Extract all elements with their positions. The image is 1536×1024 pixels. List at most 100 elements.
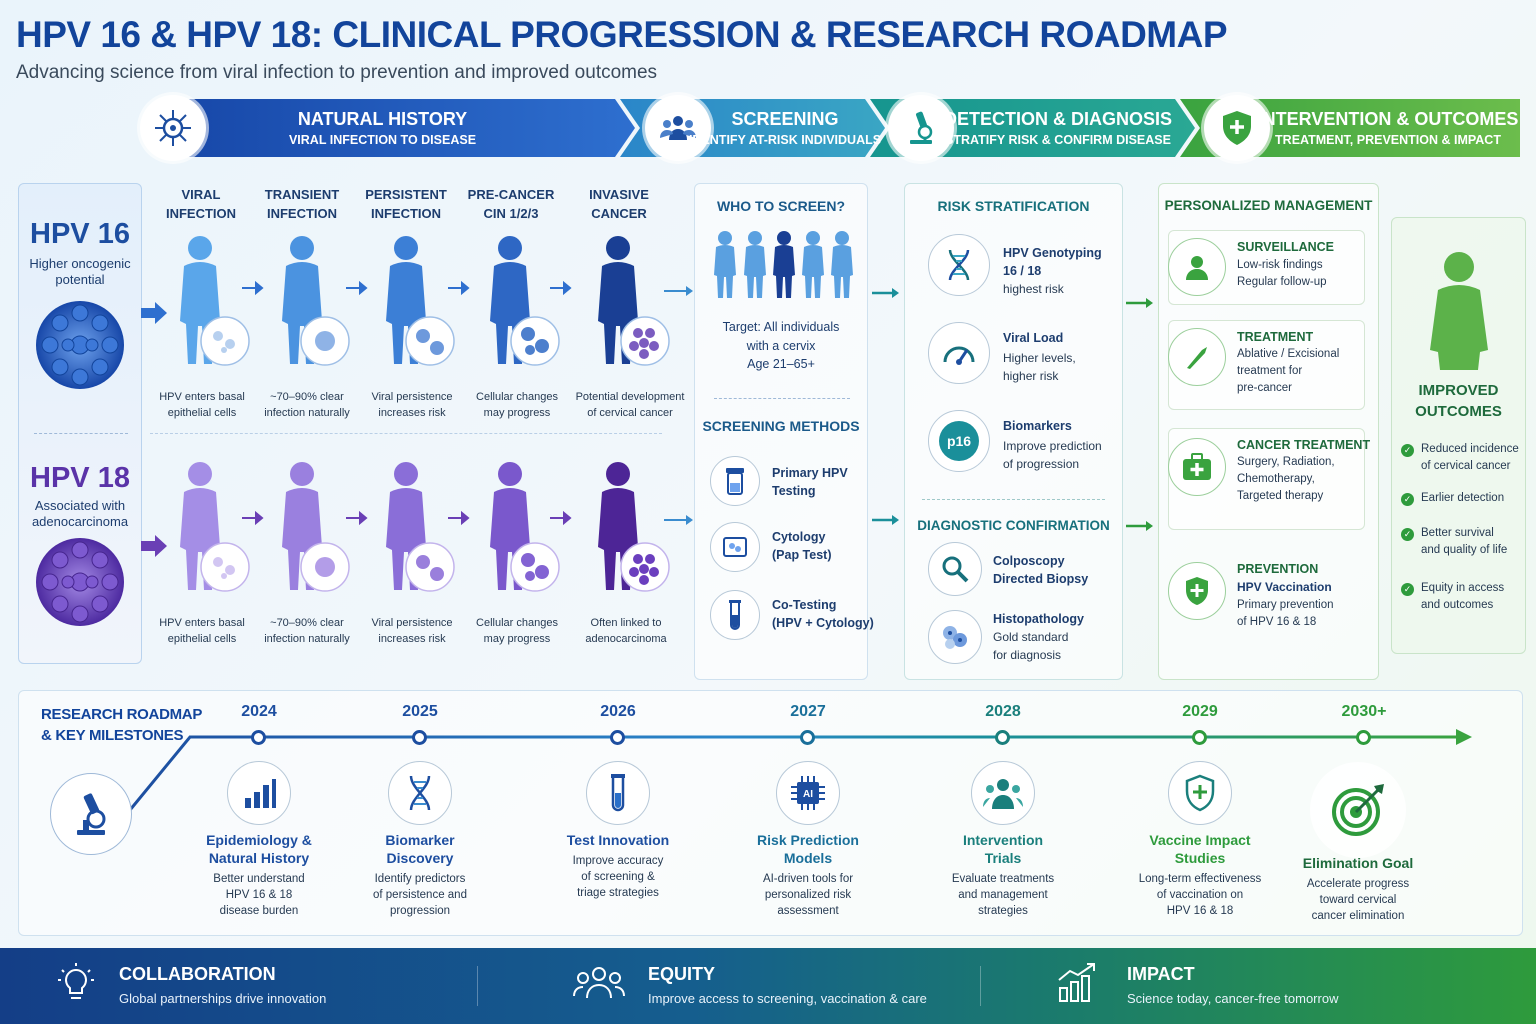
method-line: Testing (772, 484, 816, 498)
shield-icon (1204, 95, 1270, 161)
caption-line: Viral persistence (371, 391, 453, 403)
person-icon (1168, 238, 1226, 296)
flow-arrow (664, 286, 693, 296)
item-desc: pre-cancer (1237, 382, 1292, 394)
outcome-line: Better survival (1421, 527, 1494, 539)
milestone-dot[interactable] (800, 730, 815, 745)
risk-item-genotyping: HPV Genotyping 16 / 18 highest risk (1003, 244, 1102, 298)
footer-equity-title: EQUITY (648, 964, 716, 984)
microscope-icon (888, 95, 954, 161)
test-tube-icon (586, 761, 650, 825)
milestone-desc-line: AI-driven tools for (762, 873, 854, 885)
milestone-title: Epidemiology &Natural History (174, 831, 344, 867)
milestone-desc-line: Accelerate progress (1306, 878, 1410, 890)
milestone-dot[interactable] (610, 730, 625, 745)
method-line: Primary HPV (772, 466, 848, 480)
milestone-dot[interactable] (412, 730, 427, 745)
item-title: PREVENTION (1237, 562, 1319, 576)
caption-line: may progress (483, 407, 551, 419)
milestone-title-line: Vaccine Impact (1149, 832, 1251, 848)
stage-invasive-cancer: INVASIVE CANCER (569, 185, 669, 223)
caption-line: Cellular changes (476, 617, 558, 629)
item-desc: treatment for (1237, 365, 1303, 377)
item-title: TREATMENT (1237, 330, 1314, 344)
band-natural-history: NATURAL HISTORY VIRAL INFECTION TO DISEA… (240, 99, 525, 157)
flow-arrow (664, 515, 693, 525)
footer-divider (980, 966, 981, 1006)
flow-arrow (1126, 298, 1153, 308)
flow-arrow (872, 515, 899, 525)
milestone-dot[interactable] (1192, 730, 1207, 745)
milestone-desc-line: HPV 16 & 18 (1166, 905, 1234, 917)
band-detection: DETECTION & DIAGNOSIS STRATIFY RISK & CO… (944, 99, 1172, 157)
milestone-dot[interactable] (251, 730, 266, 745)
milestone-dot[interactable] (1356, 730, 1371, 745)
virus-icon (140, 95, 206, 161)
check-icon: ✓ (1401, 493, 1414, 506)
item-title: CANCER TREATMENT (1237, 438, 1371, 452)
strain-divider (34, 433, 128, 434)
item-desc: Regular follow-up (1237, 276, 1327, 288)
band-title: SCREENING (731, 109, 839, 129)
hpv18-desc-2: adenocarcinoma (31, 514, 129, 529)
slide-icon (710, 522, 760, 572)
caption-line: Often linked to (590, 617, 662, 629)
stage-line: INVASIVE (589, 187, 649, 202)
item-title: HPV Genotyping (1003, 246, 1102, 260)
milestone-dot[interactable] (995, 730, 1010, 745)
hpv18-virion-icon (36, 538, 124, 626)
method-line: (Pap Test) (772, 548, 832, 562)
milestone-desc-line: Long-term effectiveness (1138, 873, 1262, 885)
target-icon (1310, 762, 1406, 858)
item-desc-2: for diagnosis (993, 648, 1062, 662)
diag-item-colposcopy: Colposcopy Directed Biopsy (993, 552, 1088, 588)
people-icon (645, 95, 711, 161)
milestone-year: 2029 (1182, 703, 1218, 720)
item-title-2: Directed Biopsy (993, 572, 1089, 586)
milestone-desc-line: of vaccination on (1156, 889, 1244, 901)
item-desc-2: of progression (1003, 457, 1080, 471)
treatment-item: TREATMENT Ablative / Excisional treatmen… (1237, 330, 1339, 397)
hpv16-virion-icon (36, 301, 124, 389)
band-screening: SCREENING IDENTIFY AT-RISK INDIVIDUALS (689, 99, 881, 157)
outcome-line: of cervical cancer (1421, 460, 1511, 472)
caption-line: increases risk (378, 633, 446, 645)
p16-icon: p16 (928, 410, 990, 472)
hpv18-label: HPV 18 (30, 462, 130, 494)
outcome-line: Earlier detection (1421, 492, 1505, 504)
milestone-year: 2030+ (1341, 703, 1387, 720)
milestone-title-line: Natural History (208, 850, 310, 866)
target-line: Target: All individuals (722, 320, 840, 334)
milestone-desc-line: of screening & (581, 871, 655, 883)
cancer-treatment-item: CANCER TREATMENT Surgery, Radiation, Che… (1237, 438, 1370, 505)
milestone-desc-line: Identify predictors (374, 873, 466, 885)
footer-divider (477, 966, 478, 1006)
method-2: Cytology(Pap Test) (772, 528, 832, 564)
footer-impact-desc: Science today, cancer-free tomorrow (1127, 991, 1339, 1006)
item-title-2: 16 / 18 (1003, 264, 1042, 278)
milestone-year: 2024 (241, 703, 277, 720)
band-subtitle: TREATMENT, PREVENTION & IMPACT (1275, 133, 1501, 147)
roadmap-title-line: RESEARCH ROADMAP (41, 706, 203, 723)
who-to-screen-title: WHO TO SCREEN? (716, 198, 846, 214)
diag-item-histopathology: Histopathology Gold standard for diagnos… (993, 610, 1084, 664)
woman-figure-icon (1430, 252, 1488, 370)
outcomes-title: IMPROVED OUTCOMES (1391, 380, 1526, 422)
footer-collaboration-desc: Global partnerships drive innovation (119, 991, 327, 1006)
management-title: PERSONALIZED MANAGEMENT (1164, 198, 1373, 213)
page-subtitle: Advancing science from viral infection t… (16, 62, 658, 83)
hpv18-desc-1: Associated with (34, 498, 126, 513)
stage-line: PERSISTENT (365, 187, 447, 202)
item-desc: Low-risk findings (1237, 259, 1323, 271)
item-desc: Higher levels, (1003, 351, 1076, 365)
target-line: with a cervix (746, 338, 816, 353)
stage-line: CANCER (591, 206, 647, 221)
